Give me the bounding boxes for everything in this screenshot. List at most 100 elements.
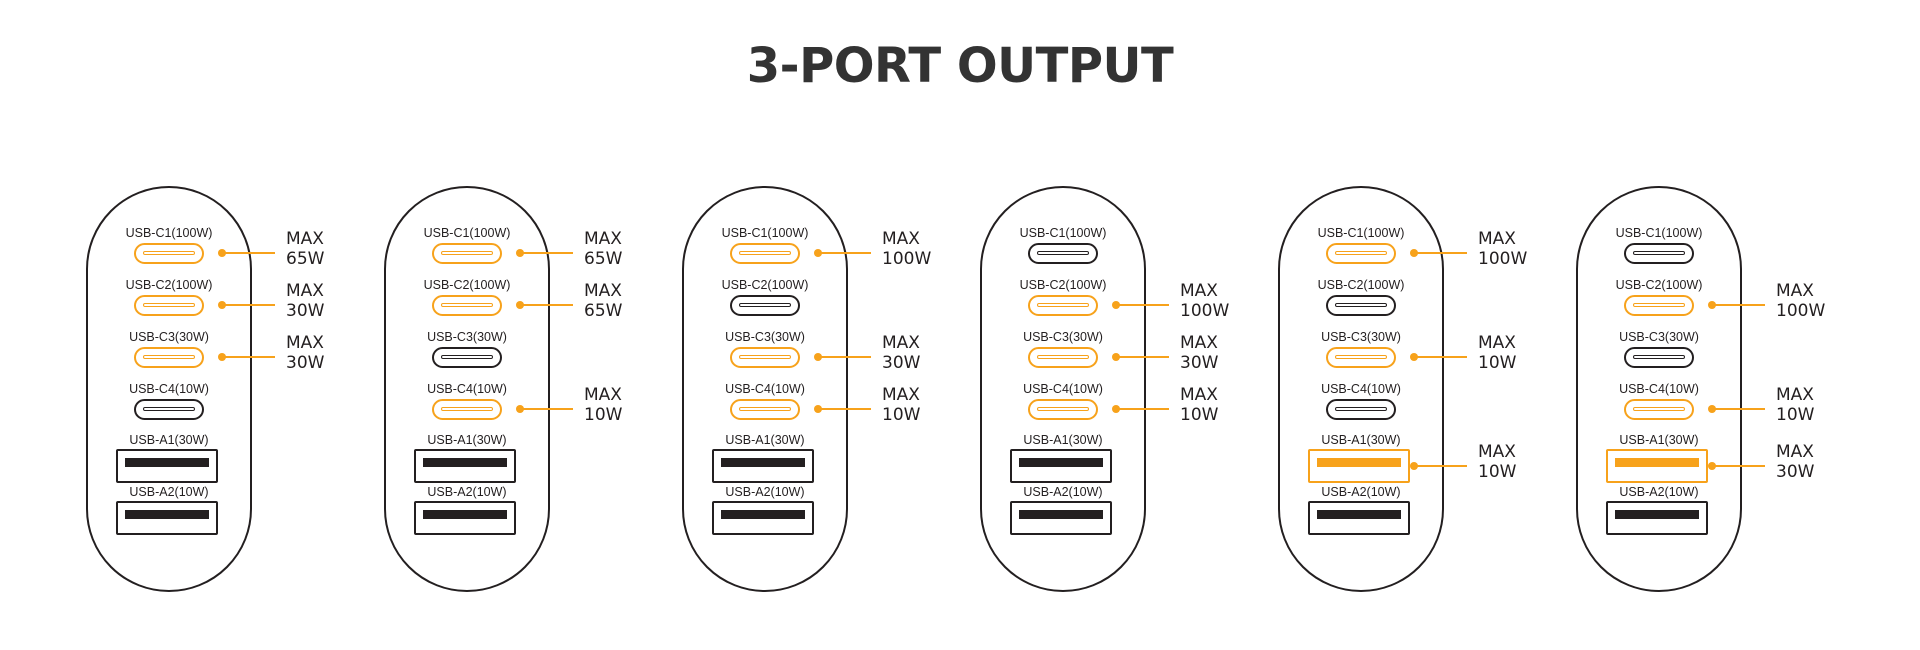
usb-a-connector-icon <box>116 449 218 483</box>
leader-dot-icon <box>218 249 226 257</box>
leader-line <box>1112 405 1169 413</box>
port-usb-c: USB-C3(30W) <box>384 329 550 381</box>
leader-line <box>218 301 275 309</box>
leader-dot-icon <box>516 301 524 309</box>
max-watt-value: 10W <box>1180 405 1219 425</box>
leader-dot-icon <box>814 353 822 361</box>
port-label: USB-C2(100W) <box>423 278 511 292</box>
leader-line <box>1708 301 1765 309</box>
max-prefix: MAX <box>882 229 920 249</box>
port-usb-c: USB-C2(100W) <box>682 277 848 329</box>
max-watt-value: 10W <box>1776 405 1815 425</box>
port-label: USB-C1(100W) <box>721 226 809 240</box>
port-usb-a: USB-A1(30W) <box>86 432 252 484</box>
usb-c-connector-icon <box>730 399 800 420</box>
max-prefix: MAX <box>1478 442 1516 462</box>
usb-c-connector-icon <box>432 347 502 368</box>
port-label: USB-A2(10W) <box>129 485 209 499</box>
usb-a-connector-icon <box>1308 501 1410 535</box>
port-label: USB-C3(30W) <box>129 330 209 344</box>
max-prefix: MAX <box>1478 333 1516 353</box>
port-label: USB-C1(100W) <box>1615 226 1703 240</box>
port-usb-c: USB-C1(100W) <box>1576 225 1742 277</box>
leader-dot-icon <box>218 353 226 361</box>
max-prefix: MAX <box>1180 281 1218 301</box>
max-prefix: MAX <box>1776 442 1814 462</box>
port-label: USB-C1(100W) <box>423 226 511 240</box>
leader-line <box>516 301 573 309</box>
max-watt-value: 30W <box>286 353 325 373</box>
charger-body <box>1278 186 1444 592</box>
port-usb-a: USB-A2(10W) <box>384 484 550 536</box>
usb-c-connector-icon <box>1326 399 1396 420</box>
usb-a-connector-icon <box>1308 449 1410 483</box>
leader-line <box>516 405 573 413</box>
port-label: USB-C1(100W) <box>1019 226 1107 240</box>
usb-c-connector-icon <box>432 295 502 316</box>
max-watt-value: 100W <box>1180 301 1230 321</box>
port-usb-c: USB-C4(10W) <box>1278 381 1444 433</box>
usb-c-connector-icon <box>1624 399 1694 420</box>
port-label: USB-C2(100W) <box>1019 278 1107 292</box>
leader-dot-icon <box>1410 462 1418 470</box>
port-label: USB-A1(30W) <box>725 433 805 447</box>
port-label: USB-C3(30W) <box>1619 330 1699 344</box>
max-prefix: MAX <box>1180 385 1218 405</box>
port-label: USB-C4(10W) <box>725 382 805 396</box>
port-usb-c: USB-C2(100W) <box>1278 277 1444 329</box>
usb-c-connector-icon <box>432 399 502 420</box>
leader-line <box>1410 462 1467 470</box>
usb-c-connector-icon <box>1028 399 1098 420</box>
usb-c-connector-icon <box>134 243 204 264</box>
usb-a-connector-icon <box>414 501 516 535</box>
leader-dot-icon <box>516 405 524 413</box>
usb-a-connector-icon <box>1010 449 1112 483</box>
usb-a-connector-icon <box>1606 501 1708 535</box>
leader-line <box>218 249 275 257</box>
port-label: USB-A2(10W) <box>725 485 805 499</box>
port-label: USB-C2(100W) <box>1317 278 1405 292</box>
max-watt-value: 100W <box>1478 249 1528 269</box>
max-watt-value: 65W <box>584 301 623 321</box>
leader-line <box>1112 301 1169 309</box>
max-prefix: MAX <box>1776 385 1814 405</box>
port-label: USB-A1(30W) <box>129 433 209 447</box>
leader-line <box>218 353 275 361</box>
usb-c-connector-icon <box>432 243 502 264</box>
usb-c-connector-icon <box>134 399 204 420</box>
port-label: USB-C1(100W) <box>125 226 213 240</box>
usb-c-connector-icon <box>1624 295 1694 316</box>
leader-line <box>1410 353 1467 361</box>
max-prefix: MAX <box>286 229 324 249</box>
usb-c-connector-icon <box>134 347 204 368</box>
max-prefix: MAX <box>584 281 622 301</box>
leader-dot-icon <box>814 249 822 257</box>
leader-dot-icon <box>814 405 822 413</box>
leader-dot-icon <box>516 249 524 257</box>
port-label: USB-C3(30W) <box>1321 330 1401 344</box>
usb-c-connector-icon <box>1028 347 1098 368</box>
port-label: USB-A2(10W) <box>427 485 507 499</box>
leader-line <box>814 249 871 257</box>
usb-c-connector-icon <box>1624 347 1694 368</box>
leader-dot-icon <box>1410 353 1418 361</box>
